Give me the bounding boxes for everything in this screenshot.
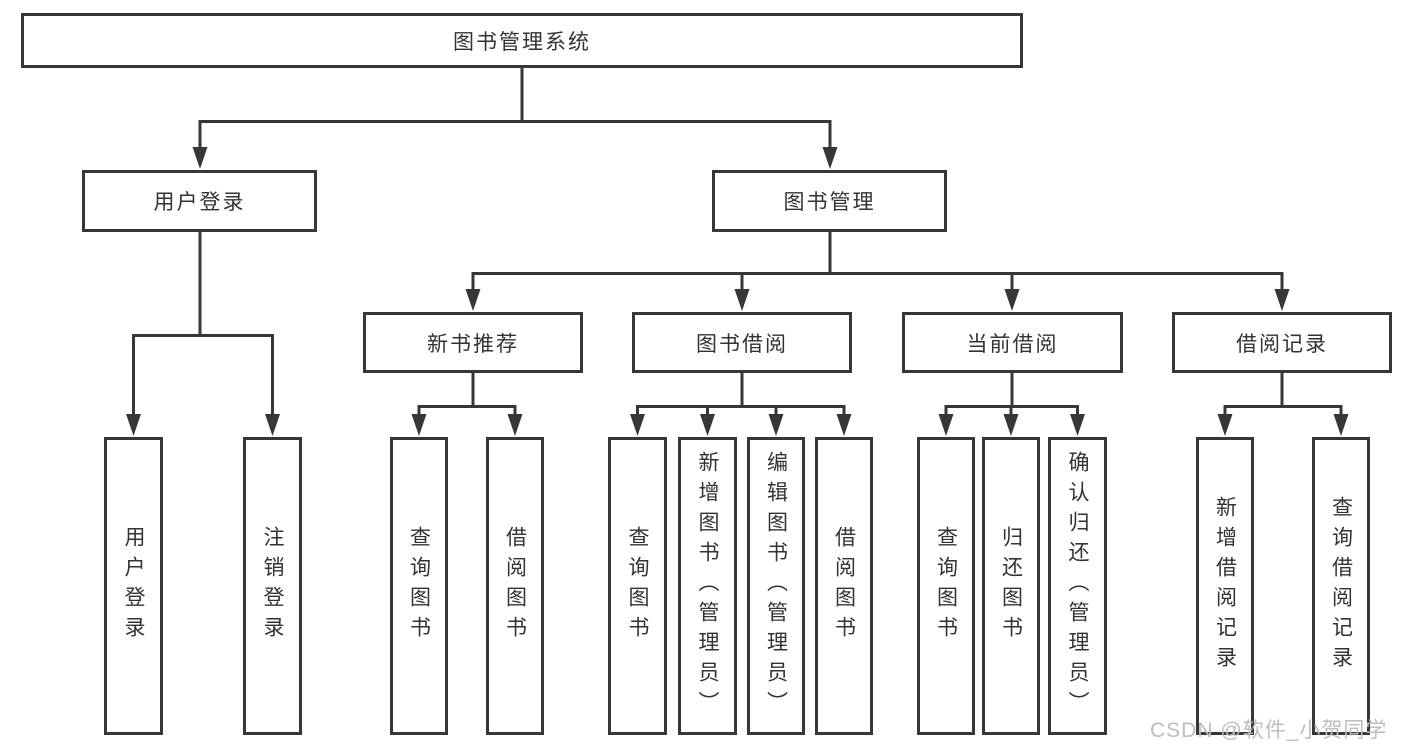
arrowhead	[192, 147, 208, 169]
node-leaf-query-books-1: 查询图书	[390, 437, 448, 735]
node-user-login: 用户登录	[82, 170, 317, 232]
connector-bookmgmt-rail	[471, 272, 1284, 291]
arrowhead	[630, 414, 645, 436]
node-book-management: 图书管理	[712, 170, 947, 232]
node-leaf-confirm-return-admin: 确认归还（管理员）	[1048, 437, 1107, 735]
node-leaf-query-books-2: 查询图书	[608, 437, 667, 735]
connector-records-rail	[1223, 405, 1343, 416]
node-leaf-edit-books-admin: 编辑图书（管理员）	[747, 437, 805, 735]
node-leaf-query-books-3: 查询图书	[917, 437, 975, 735]
connector-newbook-rail	[417, 405, 517, 416]
node-leaf-borrow-books-1: 借阅图书	[486, 437, 544, 735]
csdn-watermark: CSDN @软件_小贺同学	[1150, 719, 1388, 742]
arrowhead	[265, 414, 280, 436]
connector-level2-rail	[198, 120, 832, 148]
arrowhead	[1070, 414, 1085, 436]
node-borrowing-records: 借阅记录	[1172, 312, 1392, 373]
node-book-borrowing: 图书借阅	[632, 312, 852, 373]
connector-userlogin-rail	[132, 334, 274, 416]
arrowhead	[465, 289, 481, 311]
arrowhead	[507, 414, 523, 436]
node-leaf-add-borrow-record: 新增借阅记录	[1196, 437, 1254, 735]
node-leaf-logout: 注销登录	[243, 437, 302, 735]
node-leaf-query-borrow-record: 查询借阅记录	[1312, 437, 1370, 735]
arrowhead	[1333, 414, 1349, 436]
arrowhead	[822, 147, 838, 169]
node-new-book-recommendation: 新书推荐	[363, 312, 583, 373]
arrowhead	[768, 414, 784, 436]
arrowhead	[700, 414, 715, 436]
arrowheads	[126, 147, 1349, 436]
connector-paths	[132, 68, 1343, 416]
arrowhead	[1004, 289, 1020, 311]
arrowhead	[734, 289, 750, 311]
arrowhead	[411, 414, 427, 436]
node-leaf-add-books-admin: 新增图书（管理员）	[678, 437, 737, 735]
node-library-management-system: 图书管理系统	[21, 13, 1023, 68]
arrowhead	[938, 414, 954, 436]
connector-bookborrow-rail	[636, 405, 846, 416]
arrowhead	[836, 414, 852, 436]
arrowhead	[1003, 414, 1019, 436]
arrowhead	[126, 414, 141, 436]
node-leaf-user-login: 用户登录	[104, 437, 163, 735]
arrowhead	[1217, 414, 1233, 436]
node-leaf-borrow-books-2: 借阅图书	[815, 437, 873, 735]
arrowhead	[1274, 289, 1290, 311]
node-current-borrowing: 当前借阅	[902, 312, 1123, 373]
node-leaf-return-books: 归还图书	[982, 437, 1040, 735]
